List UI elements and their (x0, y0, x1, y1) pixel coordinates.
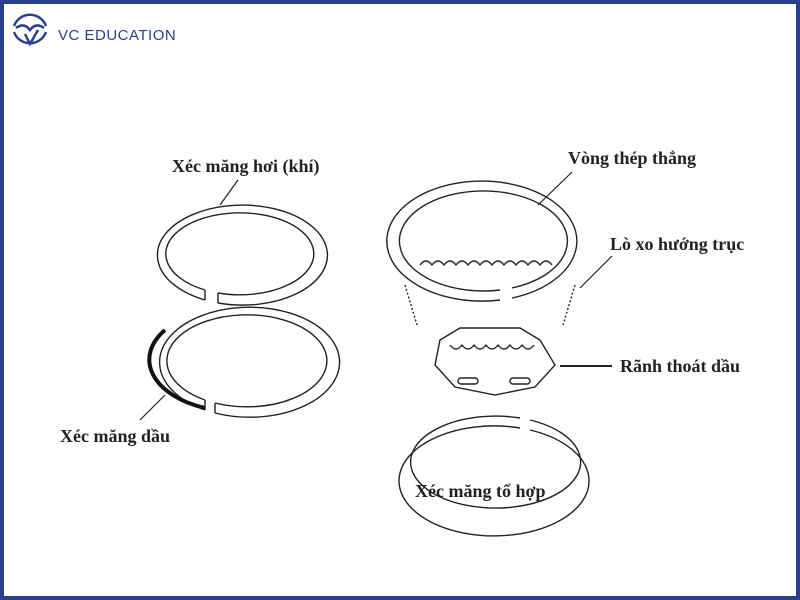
logo-emblem-icon (12, 13, 48, 47)
label-combined-ring: Xéc măng tổ hợp (415, 481, 545, 501)
logo-text: VC EDUCATION (58, 27, 176, 44)
leader-lines (139, 171, 613, 421)
logo: VC EDUCATION (12, 13, 176, 47)
compression-ring (156, 204, 329, 306)
label-oil-ring: Xéc măng dầu (60, 426, 170, 446)
oil-ring (147, 306, 341, 418)
combined-ring (386, 180, 590, 537)
label-oil-slot: Rãnh thoát dầu (620, 356, 740, 376)
label-steel-rail: Vòng thép thẳng (568, 148, 696, 168)
label-axial-spring: Lò xo hướng trục (610, 234, 744, 254)
label-compression-ring: Xéc măng hơi (khí) (172, 156, 319, 177)
